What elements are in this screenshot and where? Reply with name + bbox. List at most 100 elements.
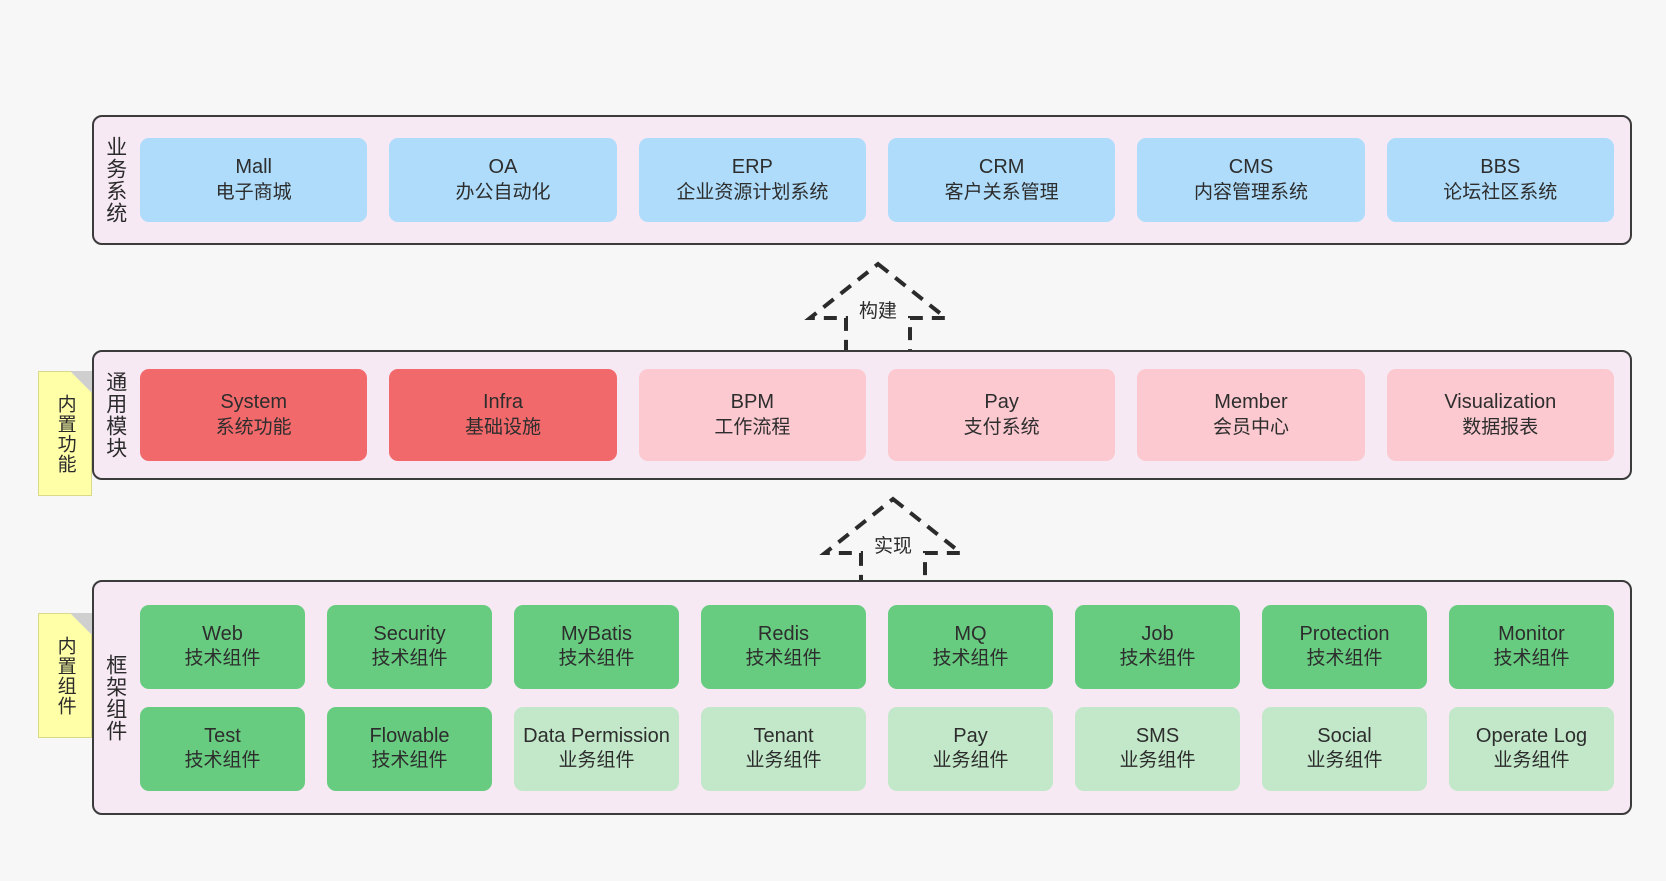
box-title: Infra xyxy=(482,391,523,414)
arrow-build-shape xyxy=(804,261,952,354)
box-title: Redis xyxy=(757,622,810,645)
box-title: Flowable xyxy=(369,724,450,747)
module-row: System 系统功能 Infra 基础设施 BPM 工作流程 Pay 支付系统… xyxy=(140,369,1614,461)
box-title: Tenant xyxy=(753,724,814,747)
layer-framework-body: Web 技术组件 Security 技术组件 MyBatis 技术组件 Redi… xyxy=(136,582,1630,813)
box-subtitle: 技术组件 xyxy=(184,750,261,772)
framework-box-data-permission[interactable]: Data Permission 业务组件 xyxy=(514,706,679,791)
business-row: Mall 电子商城 OA 办公自动化 ERP 企业资源计划系统 CRM 客户关系… xyxy=(140,138,1614,222)
framework-box-web[interactable]: Web 技术组件 xyxy=(140,604,305,689)
arrow-build: 构建 xyxy=(798,258,958,358)
framework-box-job[interactable]: Job 技术组件 xyxy=(1075,604,1240,689)
box-subtitle: 办公自动化 xyxy=(455,181,551,203)
box-subtitle: 业务组件 xyxy=(558,750,635,772)
box-subtitle: 技术组件 xyxy=(371,648,448,670)
box-subtitle: 技术组件 xyxy=(371,750,448,772)
layer-module-body: System 系统功能 Infra 基础设施 BPM 工作流程 Pay 支付系统… xyxy=(136,352,1630,478)
sticky-note-builtin-features: 内置功能 xyxy=(38,371,92,496)
arrow-implement-shape xyxy=(819,496,967,589)
module-box-system[interactable]: System 系统功能 xyxy=(140,369,368,461)
box-subtitle: 技术组件 xyxy=(1119,648,1196,670)
layer-business-body: Mall 电子商城 OA 办公自动化 ERP 企业资源计划系统 CRM 客户关系… xyxy=(136,117,1630,243)
box-subtitle: 业务组件 xyxy=(1119,750,1196,772)
sticky-note-builtin-components: 内置组件 xyxy=(38,613,92,738)
box-subtitle: 技术组件 xyxy=(558,648,635,670)
box-subtitle: 论坛社区系统 xyxy=(1443,181,1558,203)
box-title: System xyxy=(220,391,287,414)
business-box-erp[interactable]: ERP 企业资源计划系统 xyxy=(638,138,866,222)
framework-box-security[interactable]: Security 技术组件 xyxy=(327,604,492,689)
box-title: CRM xyxy=(978,156,1025,179)
box-title: Operate Log xyxy=(1475,724,1588,747)
framework-box-social[interactable]: Social 业务组件 xyxy=(1262,706,1427,791)
box-subtitle: 数据报表 xyxy=(1462,416,1539,438)
framework-row-tech: Web 技术组件 Security 技术组件 MyBatis 技术组件 Redi… xyxy=(140,604,1614,689)
framework-box-mybatis[interactable]: MyBatis 技术组件 xyxy=(514,604,679,689)
box-title: Visualization xyxy=(1444,391,1557,414)
box-subtitle: 业务组件 xyxy=(745,750,822,772)
module-box-member[interactable]: Member 会员中心 xyxy=(1137,369,1365,461)
box-subtitle: 业务组件 xyxy=(1493,750,1570,772)
box-title: OA xyxy=(488,156,518,179)
box-title: Test xyxy=(204,724,241,747)
framework-box-test[interactable]: Test 技术组件 xyxy=(140,706,305,791)
module-box-pay[interactable]: Pay 支付系统 xyxy=(887,369,1116,461)
framework-box-protection[interactable]: Protection 技术组件 xyxy=(1262,604,1427,689)
framework-box-flowable[interactable]: Flowable 技术组件 xyxy=(327,706,492,791)
framework-box-monitor[interactable]: Monitor 技术组件 xyxy=(1449,604,1614,689)
box-subtitle: 会员中心 xyxy=(1212,416,1289,438)
box-subtitle: 企业资源计划系统 xyxy=(676,181,829,203)
box-title: Pay xyxy=(984,391,1019,414)
layer-business-systems: 业务系统 Mall 电子商城 OA 办公自动化 ERP 企业资源计划系统 CRM… xyxy=(92,115,1632,245)
sticky-note-label: 内置组件 xyxy=(54,635,76,716)
box-title: Mall xyxy=(235,156,272,179)
layer-common-modules: 通用模块 System 系统功能 Infra 基础设施 BPM 工作流程 Pay… xyxy=(92,350,1632,480)
box-title: Social xyxy=(1317,724,1372,747)
box-subtitle: 业务组件 xyxy=(1306,750,1383,772)
box-title: Pay xyxy=(953,724,988,747)
business-box-crm[interactable]: CRM 客户关系管理 xyxy=(887,138,1116,222)
box-subtitle: 业务组件 xyxy=(932,750,1009,772)
box-subtitle: 内容管理系统 xyxy=(1193,181,1308,203)
business-box-mall[interactable]: Mall 电子商城 xyxy=(140,138,368,222)
box-title: Data Permission xyxy=(523,724,670,747)
box-title: MQ xyxy=(954,622,987,645)
box-title: Job xyxy=(1141,622,1174,645)
box-title: SMS xyxy=(1135,724,1180,747)
framework-box-mq[interactable]: MQ 技术组件 xyxy=(888,604,1053,689)
framework-box-pay[interactable]: Pay 业务组件 xyxy=(888,706,1053,791)
business-box-bbs[interactable]: BBS 论坛社区系统 xyxy=(1386,138,1614,222)
framework-box-tenant[interactable]: Tenant 业务组件 xyxy=(701,706,866,791)
business-box-cms[interactable]: CMS 内容管理系统 xyxy=(1137,138,1365,222)
box-title: CMS xyxy=(1228,156,1274,179)
layer-framework-components: 框架组件 Web 技术组件 Security 技术组件 MyBatis 技术组件… xyxy=(92,580,1632,815)
framework-box-operate-log[interactable]: Operate Log 业务组件 xyxy=(1449,706,1614,791)
module-box-visualization[interactable]: Visualization 数据报表 xyxy=(1386,369,1614,461)
box-title: Protection xyxy=(1299,622,1390,645)
box-title: BPM xyxy=(730,391,774,414)
box-title: Monitor xyxy=(1498,622,1565,645)
framework-box-redis[interactable]: Redis 技术组件 xyxy=(701,604,866,689)
module-box-infra[interactable]: Infra 基础设施 xyxy=(389,369,617,461)
box-subtitle: 电子商城 xyxy=(215,181,292,203)
layer-module-label: 通用模块 xyxy=(103,371,127,459)
layer-business-label: 业务系统 xyxy=(103,136,127,224)
box-subtitle: 技术组件 xyxy=(1306,648,1383,670)
framework-box-sms[interactable]: SMS 业务组件 xyxy=(1075,706,1240,791)
framework-row-business: Test 技术组件 Flowable 技术组件 Data Permission … xyxy=(140,706,1614,791)
box-title: Member xyxy=(1214,391,1288,414)
box-subtitle: 基础设施 xyxy=(464,416,541,438)
box-subtitle: 工作流程 xyxy=(714,416,791,438)
box-subtitle: 客户关系管理 xyxy=(944,181,1059,203)
sticky-note-label: 内置功能 xyxy=(54,393,76,474)
module-box-bpm[interactable]: BPM 工作流程 xyxy=(638,369,866,461)
box-subtitle: 技术组件 xyxy=(184,648,261,670)
box-subtitle: 技术组件 xyxy=(932,648,1009,670)
arrow-implement: 实现 xyxy=(813,493,973,593)
box-subtitle: 技术组件 xyxy=(1493,648,1570,670)
box-title: Security xyxy=(373,622,446,645)
business-box-oa[interactable]: OA 办公自动化 xyxy=(389,138,617,222)
box-title: MyBatis xyxy=(560,622,633,645)
box-subtitle: 支付系统 xyxy=(963,416,1040,438)
